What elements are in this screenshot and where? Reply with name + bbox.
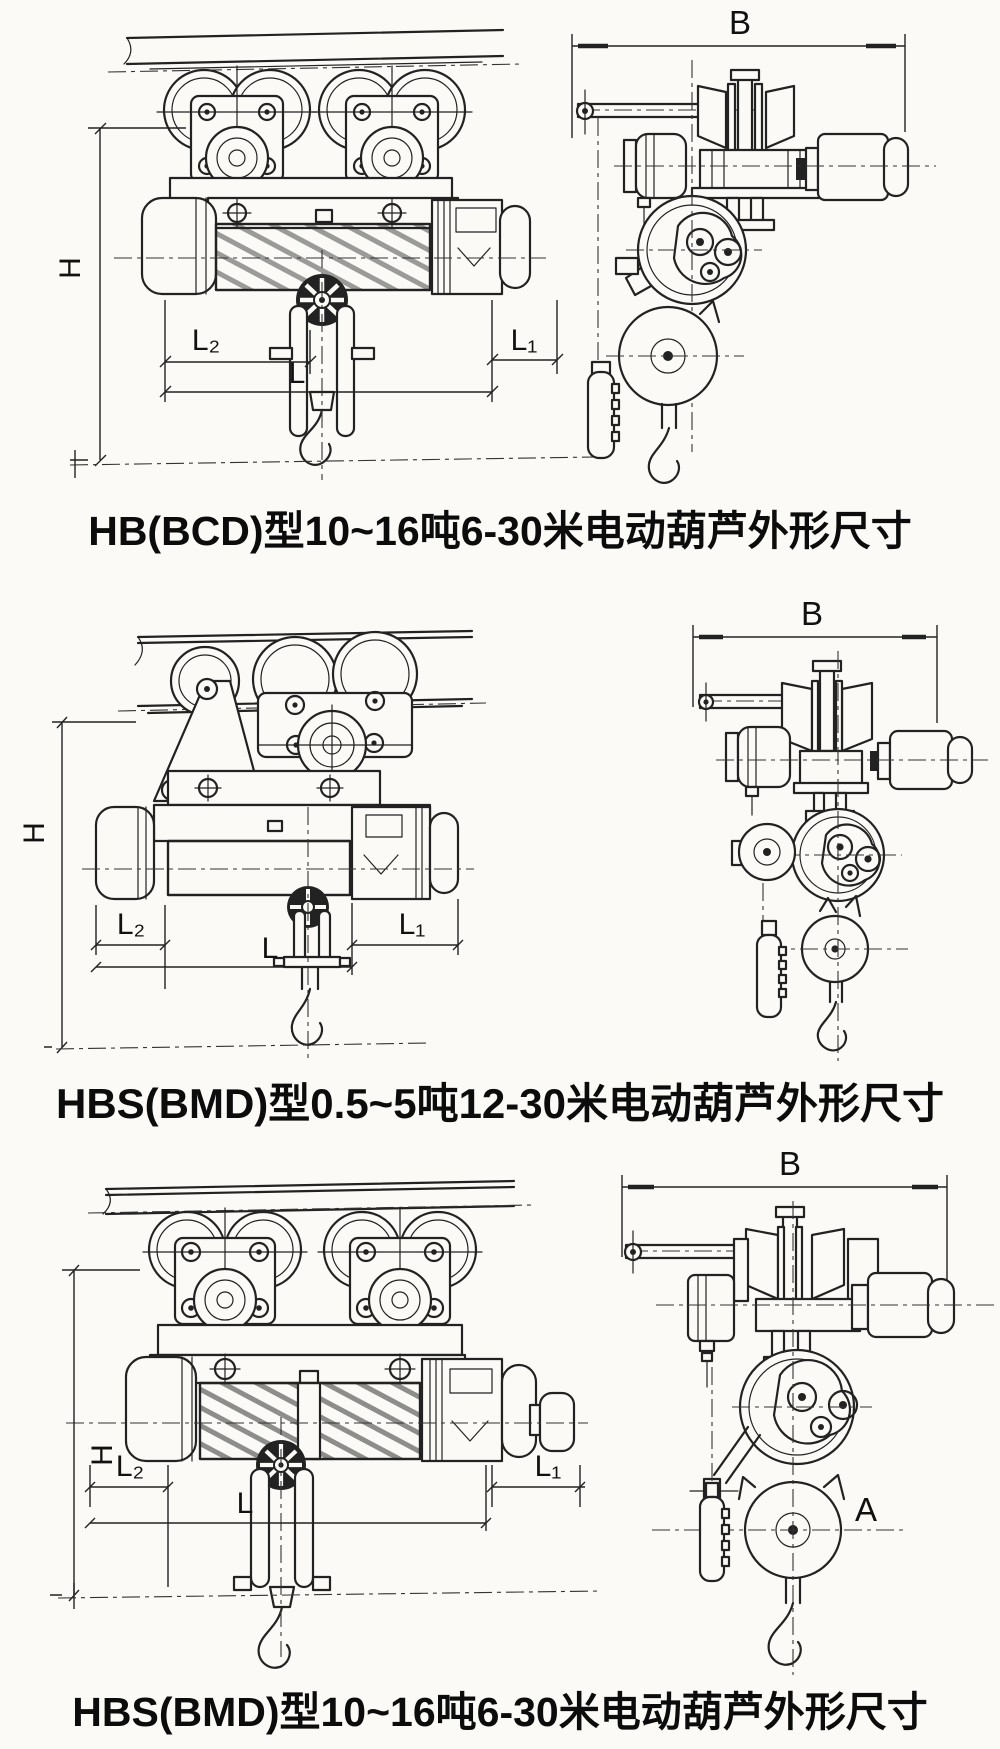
drum-end-cap [94,805,156,901]
side-view: B [571,4,936,484]
dimension-L2: L₂ [159,300,317,402]
side-view: B [692,595,988,1061]
hoist-motor [350,805,460,901]
side-view: B [621,1145,994,1675]
front-view: H L₂ L L₁ [18,629,487,1063]
dimension-L: L [84,1465,492,1531]
dimension-B: B [692,595,938,723]
brake-housing [724,725,792,816]
brake-housing [686,1273,736,1388]
trolley [690,68,822,200]
hook-sheave [768,894,908,984]
trolley [732,1205,880,1333]
hook-block [272,807,352,1063]
dimension-L1: L₁ [346,899,464,955]
dim-label-l2: L₂ [192,324,220,357]
dim-label-l2: L₂ [116,1450,144,1483]
drum-end-cap [140,196,218,296]
travel-motor [796,132,910,202]
figure-3-drawing: H L₂ L L₁ B [50,1145,994,1675]
chain-guide-pulley [730,822,797,949]
dim-label-l1: L₁ [535,1450,562,1483]
dimension-L: L [159,300,499,402]
runway-beam [87,1179,533,1216]
dim-label-b: B [729,4,751,41]
figure-3-caption: HBS(BMD)型10~16吨6-30米电动葫芦外形尺寸 [72,1689,928,1735]
figure-1-caption: HB(BCD)型10~16吨6-30米电动葫芦外形尺寸 [88,508,912,554]
rope-drum [198,1381,422,1461]
dim-label-b: B [801,595,823,632]
front-view: H L₂ L L₁ [54,28,597,480]
rope-guide-wheel [614,194,762,306]
hoist-body [114,176,546,296]
dim-label-l: L [262,932,279,965]
dim-label-l1: L₁ [511,324,538,357]
figure-2-drawing: H L₂ L L₁ B [18,595,988,1063]
side-hook [767,1576,802,1666]
hoist-motor [420,1357,538,1463]
rope-guide-wheel [782,807,902,903]
dim-label-l2: L₂ [117,908,145,941]
dimension-H: H [18,716,136,1054]
rope-guide-wheel [732,1348,872,1466]
travel-motor [850,1271,956,1339]
aux-motor [528,1391,576,1453]
dimension-L2: L₂ [84,1450,174,1587]
runway-beam [107,28,523,73]
pendant-control [755,919,788,1019]
side-hook [647,402,681,484]
dim-label-h: H [18,822,51,844]
trolley-wheels [141,1206,484,1342]
side-hook [816,980,848,1052]
dimension-L: L [90,903,358,975]
hook-block [232,1417,332,1669]
dim-label-h: H [54,257,87,279]
rope-drum [166,839,352,897]
dimension-H: H [50,1264,140,1602]
figure-2-caption: HBS(BMD)型0.5~5吨12-30米电动葫芦外形尺寸 [56,1080,944,1127]
dimension-L1: L₁ [486,1450,586,1507]
trolley [780,659,874,795]
dimension-B: B [571,4,906,138]
dimension-L1: L₁ [486,300,564,374]
hook-block [268,250,376,480]
pendant-control [698,1481,731,1583]
hoist-body [66,1323,588,1463]
dim-label-l1: L₁ [399,908,426,941]
dim-label-l: L [237,1487,254,1520]
figure-1-drawing: H L₂ L L₁ B [54,4,936,484]
dim-label-h: H [86,1444,119,1466]
dimension-L2: L₂ [90,905,171,989]
dim-label-l: L [289,357,306,390]
pendant-control [586,360,621,460]
hoist-motor [430,198,532,296]
front-view: H L₂ L L₁ [50,1179,603,1669]
dim-label-b: B [779,1145,801,1182]
hoist-body [82,769,474,901]
dim-label-a: A [855,1491,877,1528]
drum-end-cap [124,1355,198,1463]
hook-sheave [606,299,744,407]
